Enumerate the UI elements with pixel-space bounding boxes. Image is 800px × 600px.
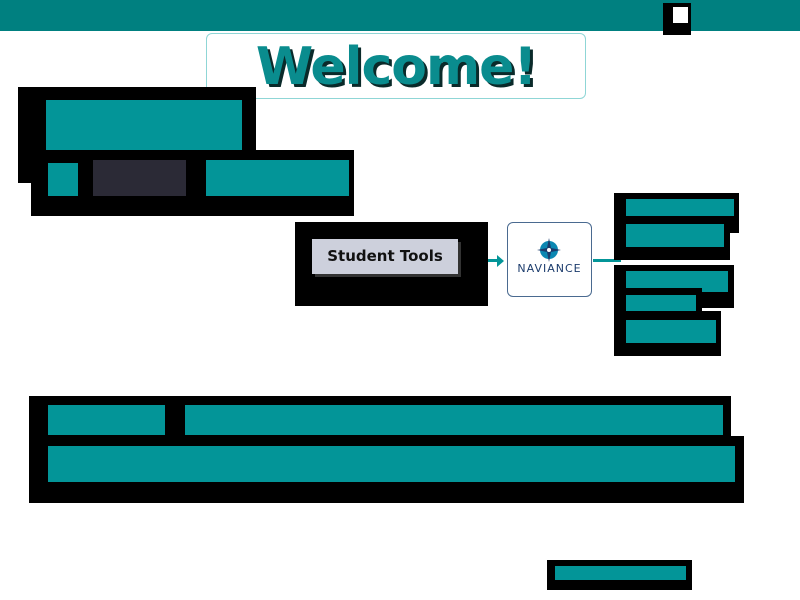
footer-button[interactable] — [555, 566, 686, 580]
left-panel-block[interactable] — [46, 100, 242, 150]
right-menu-item[interactable] — [626, 224, 724, 247]
left-row-block-wide[interactable] — [206, 160, 349, 196]
arrow-right-icon — [497, 255, 504, 267]
welcome-title: Welcome! — [255, 37, 537, 97]
top-bar-button-glyph — [673, 7, 688, 23]
compass-star-icon — [537, 238, 561, 262]
bottom-row-block-small[interactable] — [48, 405, 165, 435]
left-row-block-small[interactable] — [48, 163, 78, 196]
right-menu-item[interactable] — [626, 271, 728, 292]
right-menu-item[interactable] — [626, 199, 734, 216]
right-menu-item[interactable] — [626, 320, 716, 343]
naviance-logo-text: NAVIANCE — [517, 262, 582, 275]
student-tools-button[interactable]: Student Tools — [312, 239, 458, 274]
welcome-banner — [206, 33, 586, 99]
left-row-block-dark[interactable] — [93, 160, 186, 196]
bottom-bar-block[interactable] — [48, 446, 735, 482]
arrow-line — [488, 259, 500, 262]
right-menu-item[interactable] — [626, 295, 696, 311]
arrow-line — [593, 259, 621, 262]
bottom-row-block-wide[interactable] — [185, 405, 723, 435]
